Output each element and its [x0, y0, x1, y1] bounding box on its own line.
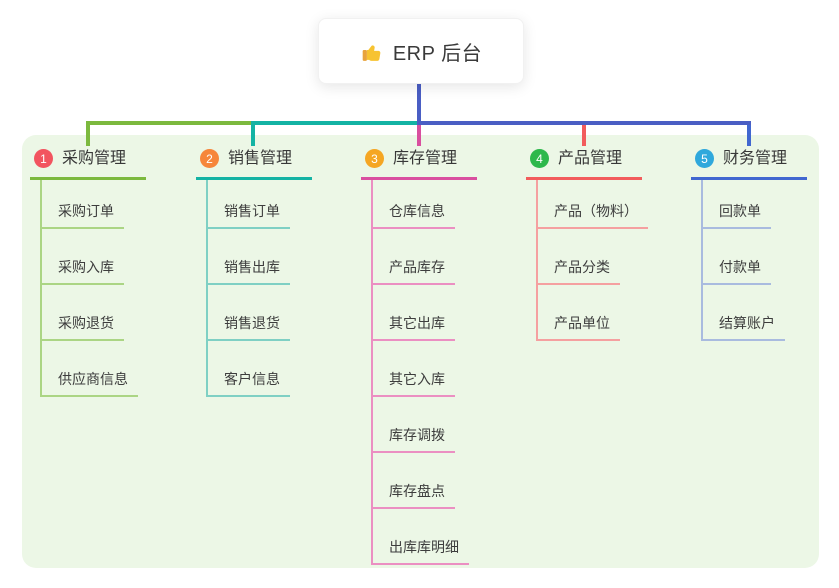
branch-number-badge: 2 — [200, 149, 219, 168]
connector-drop-3 — [417, 121, 421, 146]
child-node-label: 其它出库 — [373, 315, 455, 341]
child-node-label: 产品分类 — [538, 259, 620, 285]
child-node-label: 采购订单 — [42, 203, 124, 229]
branch-label: 库存管理 — [393, 150, 458, 167]
branch-children: 仓库信息 产品库存 其它出库 其它入库 库存调拨 库存盘点 出库库明细 — [371, 180, 469, 565]
child-node[interactable]: 其它入库 — [373, 341, 469, 397]
branch-children: 产品（物料） 产品分类 产品单位 — [536, 180, 648, 341]
child-node-label: 其它入库 — [373, 371, 455, 397]
child-node[interactable]: 仓库信息 — [373, 180, 469, 229]
child-node[interactable]: 回款单 — [703, 180, 785, 229]
child-node[interactable]: 销售退货 — [208, 285, 290, 341]
child-node-label: 产品库存 — [373, 259, 455, 285]
branch-column-3: 3 库存管理 仓库信息 产品库存 其它出库 其它入库 库存调拨 库存盘点 出库库… — [361, 145, 477, 565]
child-node[interactable]: 产品分类 — [538, 229, 648, 285]
child-node[interactable]: 客户信息 — [208, 341, 290, 397]
child-node-label: 库存盘点 — [373, 483, 455, 509]
child-node[interactable]: 付款单 — [703, 229, 785, 285]
connector-horizontal-left-teal — [251, 121, 421, 125]
child-node-label: 采购退货 — [42, 315, 124, 341]
branch-column-5: 5 财务管理 回款单 付款单 结算账户 — [691, 145, 807, 341]
child-node[interactable]: 产品库存 — [373, 229, 469, 285]
child-node-label: 销售退货 — [208, 315, 290, 341]
connector-horizontal-left-green — [86, 121, 255, 125]
child-node-label: 结算账户 — [703, 315, 785, 341]
child-node-label: 付款单 — [703, 259, 771, 285]
child-node[interactable]: 结算账户 — [703, 285, 785, 341]
connector-drop-2 — [251, 121, 255, 146]
branch-children: 采购订单 采购入库 采购退货 供应商信息 — [40, 180, 138, 397]
root-node-label: ERP 后台 — [392, 42, 483, 65]
branch-children: 销售订单 销售出库 销售退货 客户信息 — [206, 180, 290, 397]
branch-node[interactable]: 5 财务管理 — [691, 145, 807, 180]
connector-drop-1 — [86, 121, 90, 146]
branch-label: 采购管理 — [62, 150, 127, 167]
child-node[interactable]: 销售出库 — [208, 229, 290, 285]
branch-number-badge: 3 — [365, 149, 384, 168]
connector-drop-4 — [582, 121, 586, 146]
child-node-label: 仓库信息 — [373, 203, 455, 229]
child-node[interactable]: 出库库明细 — [373, 509, 469, 565]
child-node[interactable]: 库存调拨 — [373, 397, 469, 453]
child-node-label: 产品（物料） — [538, 203, 648, 229]
branch-children: 回款单 付款单 结算账户 — [701, 180, 785, 341]
branch-label: 财务管理 — [723, 150, 788, 167]
child-node-label: 销售订单 — [208, 203, 290, 229]
child-node-label: 产品单位 — [538, 315, 620, 341]
child-node-label: 供应商信息 — [42, 371, 138, 397]
child-node[interactable]: 其它出库 — [373, 285, 469, 341]
child-node-label: 库存调拨 — [373, 427, 455, 453]
connector-drop-5 — [747, 121, 751, 146]
child-node[interactable]: 采购订单 — [42, 180, 138, 229]
child-node-label: 客户信息 — [208, 371, 290, 397]
child-node[interactable]: 采购退货 — [42, 285, 138, 341]
branch-number-badge: 4 — [530, 149, 549, 168]
branch-node[interactable]: 1 采购管理 — [30, 145, 146, 180]
child-node-label: 采购入库 — [42, 259, 124, 285]
branch-number-badge: 5 — [695, 149, 714, 168]
branch-node[interactable]: 4 产品管理 — [526, 145, 642, 180]
branch-node[interactable]: 3 库存管理 — [361, 145, 477, 180]
branch-column-4: 4 产品管理 产品（物料） 产品分类 产品单位 — [526, 145, 648, 341]
branch-number-badge: 1 — [34, 149, 53, 168]
thumbs-up-icon — [362, 44, 381, 61]
root-node-erp[interactable]: ERP 后台 — [318, 18, 524, 84]
child-node-label: 回款单 — [703, 203, 771, 229]
child-node-label: 销售出库 — [208, 259, 290, 285]
connector-root-vertical — [417, 84, 421, 123]
connector-horizontal-right-blue — [417, 121, 751, 125]
branch-label: 产品管理 — [558, 150, 623, 167]
child-node[interactable]: 采购入库 — [42, 229, 138, 285]
branch-column-2: 2 销售管理 销售订单 销售出库 销售退货 客户信息 — [196, 145, 312, 397]
child-node[interactable]: 供应商信息 — [42, 341, 138, 397]
branches-backdrop-panel — [22, 135, 819, 568]
branch-column-1: 1 采购管理 采购订单 采购入库 采购退货 供应商信息 — [30, 145, 146, 397]
child-node[interactable]: 销售订单 — [208, 180, 290, 229]
child-node[interactable]: 库存盘点 — [373, 453, 469, 509]
branch-label: 销售管理 — [228, 150, 293, 167]
child-node[interactable]: 产品（物料） — [538, 180, 648, 229]
child-node[interactable]: 产品单位 — [538, 285, 648, 341]
branch-node[interactable]: 2 销售管理 — [196, 145, 312, 180]
child-node-label: 出库库明细 — [373, 539, 469, 565]
